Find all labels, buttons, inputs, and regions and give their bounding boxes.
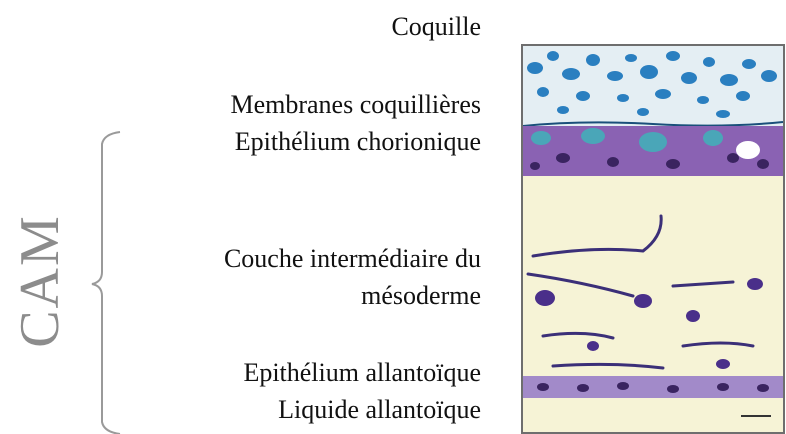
cam-label: CAM bbox=[10, 206, 70, 356]
label-shell-membranes: Membranes coquillières bbox=[230, 89, 481, 120]
mesoderm-fibers bbox=[528, 216, 753, 368]
micrograph-image bbox=[523, 46, 783, 432]
histology-micrograph bbox=[521, 44, 785, 434]
label-allantoic-fluid: Liquide allantoïque bbox=[278, 394, 481, 425]
label-mesoderm-line1: Couche intermédiaire du bbox=[224, 243, 481, 274]
label-chorionic-epithelium: Epithélium chorionique bbox=[235, 126, 481, 157]
label-mesoderm-line2: mésoderme bbox=[361, 280, 481, 311]
cam-brace bbox=[86, 122, 126, 434]
mesoderm-cells bbox=[535, 278, 763, 369]
label-allantoic-epithelium: Epithélium allantoïque bbox=[243, 357, 481, 388]
cam-label-text: CAM bbox=[8, 214, 72, 348]
label-shell: Coquille bbox=[391, 11, 481, 42]
